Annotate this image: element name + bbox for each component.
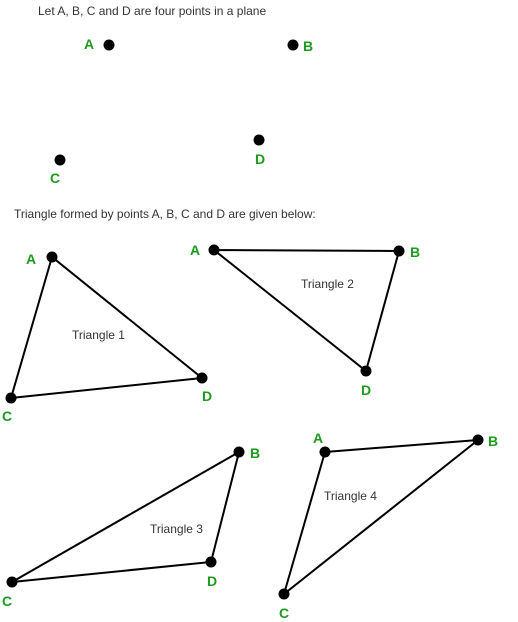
triangle-3-vertex-c (6, 576, 18, 588)
triangles-caption: Triangle formed by points A, B, C and D … (14, 207, 316, 221)
triangle-4-label-c: C (279, 605, 289, 621)
triangle-4-vertex-b (472, 434, 484, 446)
point-d-label: D (255, 151, 265, 167)
point-c-dot (54, 154, 66, 166)
triangle-2-vertex-d (360, 365, 372, 377)
point-c-label: C (50, 170, 60, 186)
triangle-2-label-a: A (190, 242, 200, 258)
triangle-4: A B C Triangle 4 (278, 430, 498, 621)
triangle-1-label-a: A (26, 251, 36, 267)
triangle-4-label-a: A (313, 430, 323, 446)
triangle-2-vertex-b (393, 245, 405, 257)
triangle-3-outline (11, 449, 241, 583)
triangle-2-outline (211, 248, 401, 373)
triangle-3-vertex-d (205, 556, 217, 568)
triangle-2-vertex-a (208, 244, 220, 256)
triangle-1-vertex-c (5, 392, 17, 404)
point-b-dot (287, 39, 299, 51)
triangle-1: A C D Triangle 1 (2, 251, 212, 424)
triangle-4-name: Triangle 4 (324, 489, 377, 503)
point-d-dot (253, 134, 265, 146)
point-a-label: A (84, 36, 94, 52)
triangle-3-label-b: B (250, 445, 260, 461)
triangle-3-name: Triangle 3 (150, 522, 203, 536)
triangle-2-label-d: D (361, 382, 371, 398)
triangle-1-outline (9, 255, 205, 400)
triangle-4-outline (282, 438, 482, 597)
triangle-1-vertex-d (196, 372, 208, 384)
triangle-4-vertex-c (278, 588, 290, 600)
triangle-2-label-b: B (410, 244, 420, 260)
triangle-4-label-b: B (488, 433, 498, 449)
triangle-4-vertex-a (319, 446, 331, 458)
triangle-1-label-c: C (2, 408, 12, 424)
triangle-1-name: Triangle 1 (72, 328, 125, 342)
point-set: A B D C (50, 36, 313, 186)
triangle-2-name: Triangle 2 (301, 277, 354, 291)
triangle-2: A B D Triangle 2 (190, 242, 420, 398)
triangle-3-vertex-b (233, 446, 245, 458)
intro-caption: Let A, B, C and D are four points in a p… (38, 4, 266, 18)
triangle-3: B C D Triangle 3 (2, 445, 260, 609)
triangle-3-label-c: C (2, 593, 12, 609)
point-a-dot (103, 39, 115, 51)
triangle-1-label-d: D (202, 388, 212, 404)
point-b-label: B (303, 38, 313, 54)
triangle-3-label-d: D (207, 573, 217, 589)
triangle-1-vertex-a (46, 251, 58, 263)
